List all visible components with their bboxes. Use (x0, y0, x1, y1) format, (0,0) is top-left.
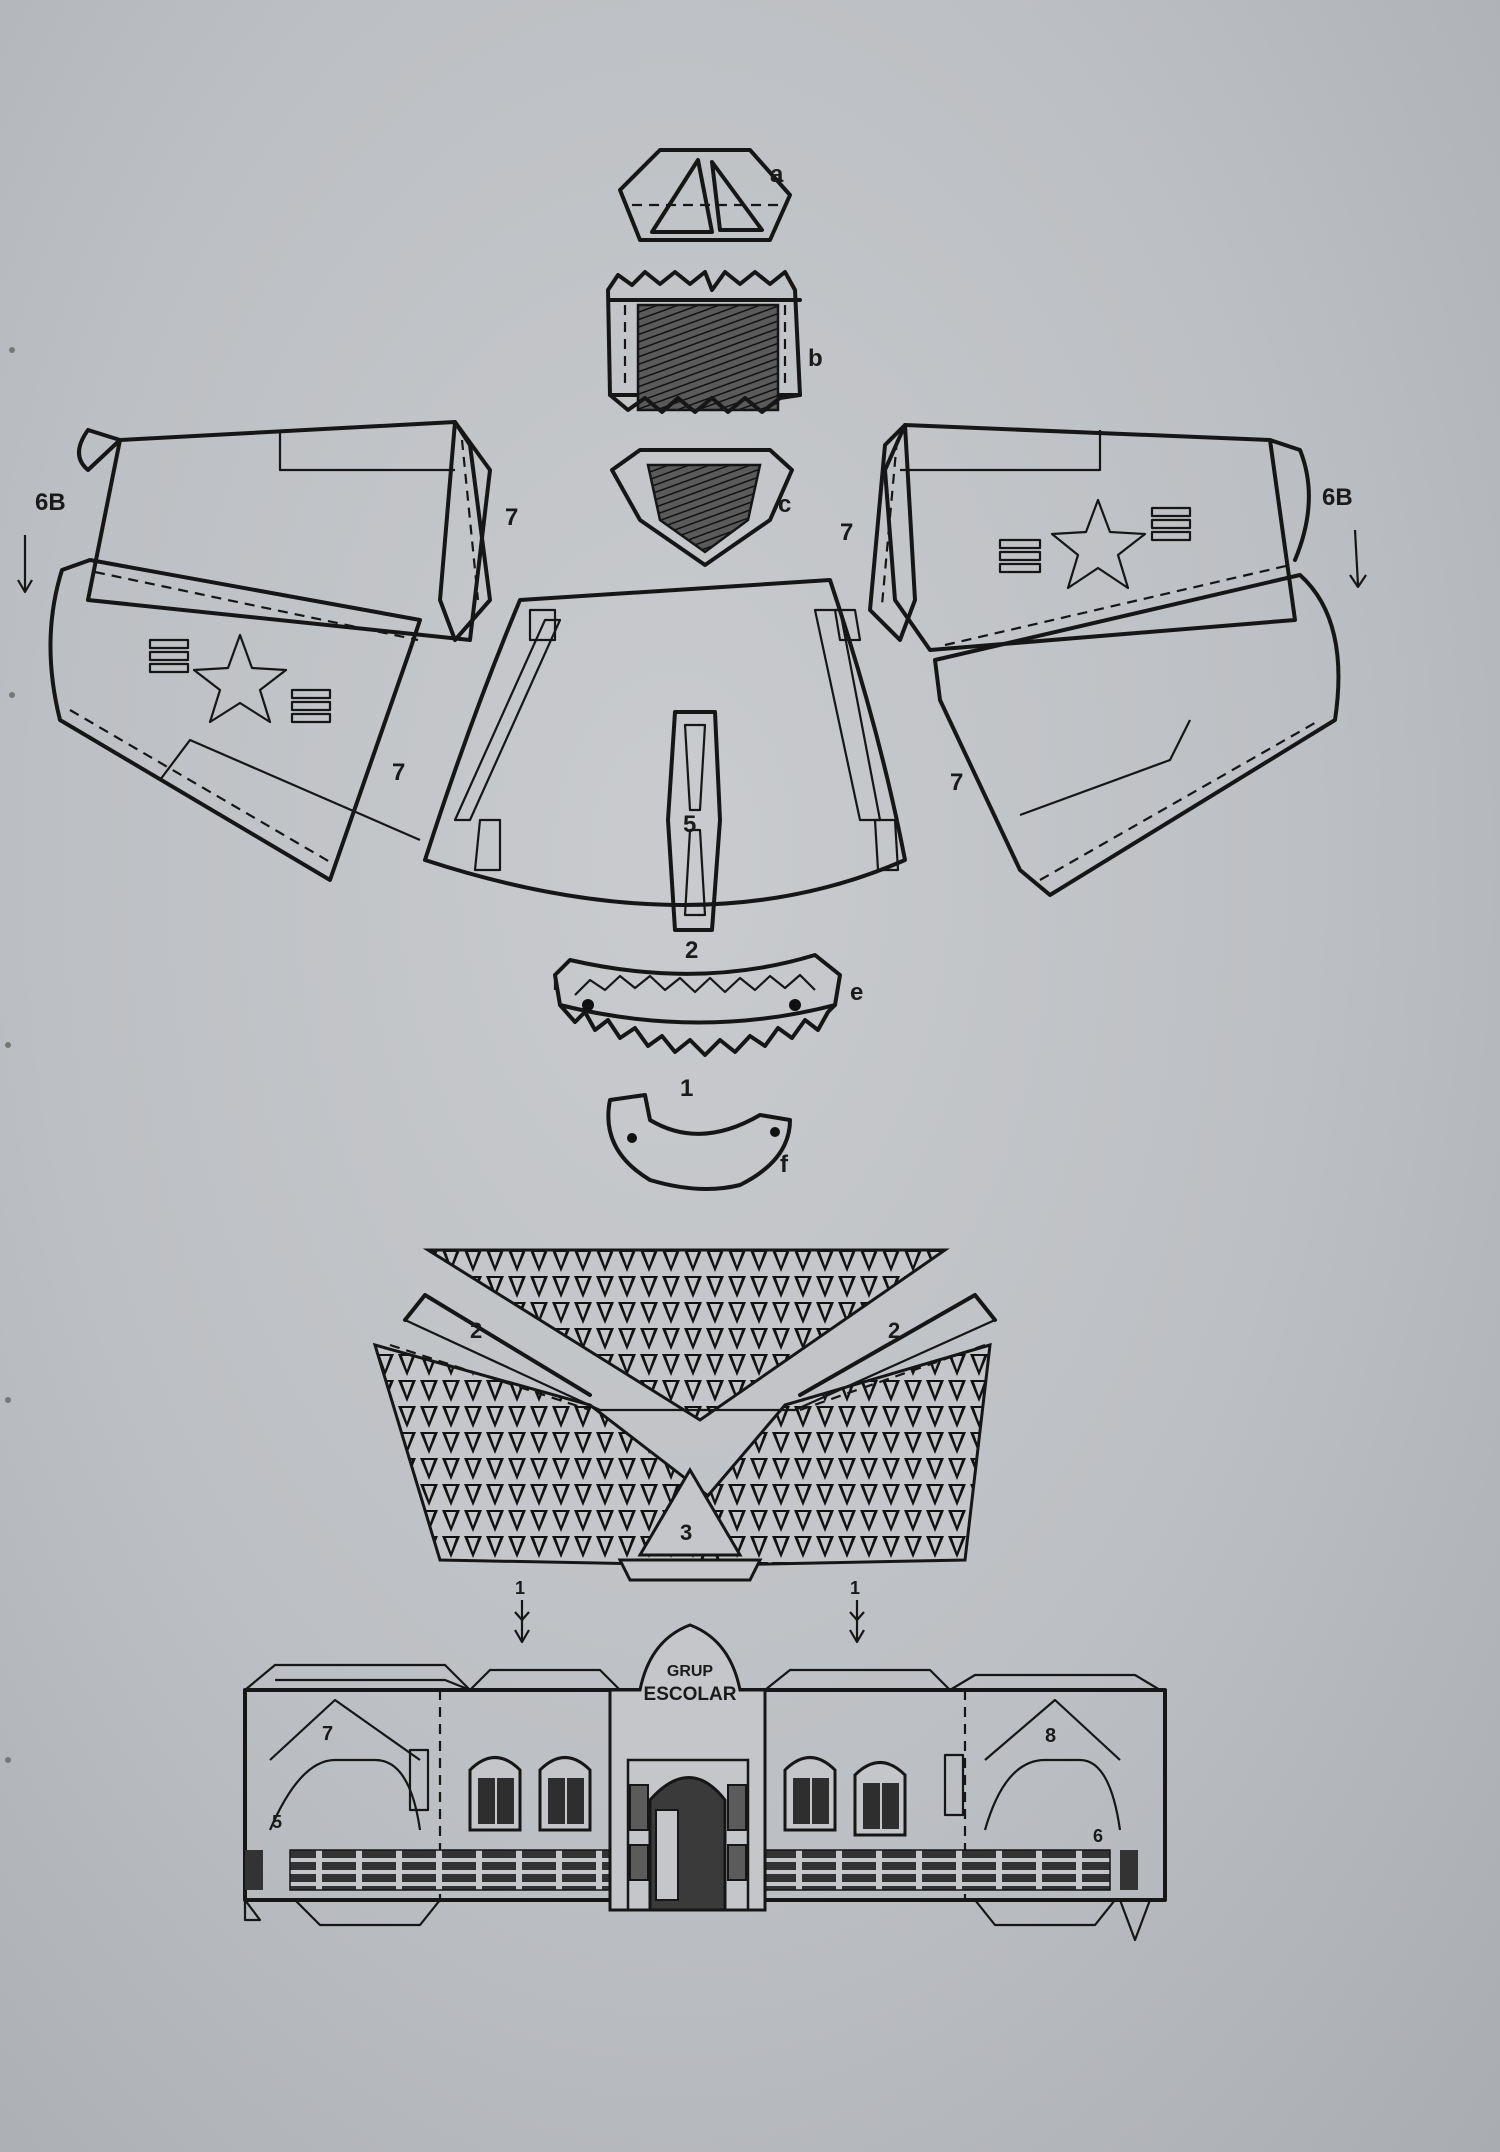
label-6b-right: 6B (1322, 484, 1353, 511)
binding-holes (5, 347, 15, 1763)
label-house-7: 7 (322, 1723, 333, 1745)
label-roof-3: 3 (680, 1520, 692, 1545)
window-right-1 (783, 1756, 837, 1832)
piece-b: b (606, 270, 823, 414)
window-left-2 (538, 1756, 592, 1832)
label-b: b (808, 345, 823, 372)
label-7-right-lower: 7 (950, 769, 963, 796)
label-7-left-lower: 7 (392, 759, 405, 786)
school-building-cutout: 7 8 5 6 (243, 1623, 1167, 1942)
label-arrow-1-right: 1 (850, 1578, 860, 1598)
window-left-1 (468, 1756, 522, 1832)
piece-c: c (610, 448, 794, 567)
label-1-top: 1 (680, 1075, 693, 1102)
label-e: e (850, 979, 863, 1006)
sign-line-1: GRUP (667, 1663, 714, 1680)
fuselage-piece-5: 5 (423, 578, 907, 932)
roof-cutout: 2 2 3 (372, 1248, 997, 1582)
piece-f: 1 f (606, 1075, 792, 1191)
arrow-down-icon (1353, 529, 1360, 586)
label-roof-2-right: 2 (888, 1318, 900, 1343)
left-wing-star-insignia (148, 633, 332, 724)
label-roof-2-left: 2 (470, 1318, 482, 1343)
label-house-8: 8 (1045, 1725, 1056, 1747)
label-6b-left: 6B (35, 489, 66, 516)
piece-a: a (618, 148, 792, 242)
school-entrance: GRUP ESCOLAR (608, 1623, 767, 1912)
label-5: 5 (683, 811, 696, 838)
label-house-5: 5 (272, 1812, 282, 1832)
sign-line-2: ESCOLAR (644, 1684, 737, 1705)
right-wing: 6B 7 7 (840, 423, 1367, 897)
label-c: c (778, 491, 791, 518)
left-wing: 6B 7 7 (17, 420, 518, 882)
piece-e: 2 e (553, 937, 863, 1057)
label-2-body: 2 (685, 937, 698, 964)
label-7-right-upper: 7 (840, 519, 853, 546)
label-f: f (780, 1151, 789, 1178)
right-wing-star-insignia (998, 498, 1192, 590)
fold-arrows: 1 1 (514, 1578, 865, 1644)
label-house-6: 6 (1093, 1826, 1103, 1846)
label-a: a (770, 161, 784, 188)
window-right-2 (853, 1761, 907, 1837)
label-7-left-upper: 7 (505, 504, 518, 531)
label-arrow-1-left: 1 (515, 1578, 525, 1598)
